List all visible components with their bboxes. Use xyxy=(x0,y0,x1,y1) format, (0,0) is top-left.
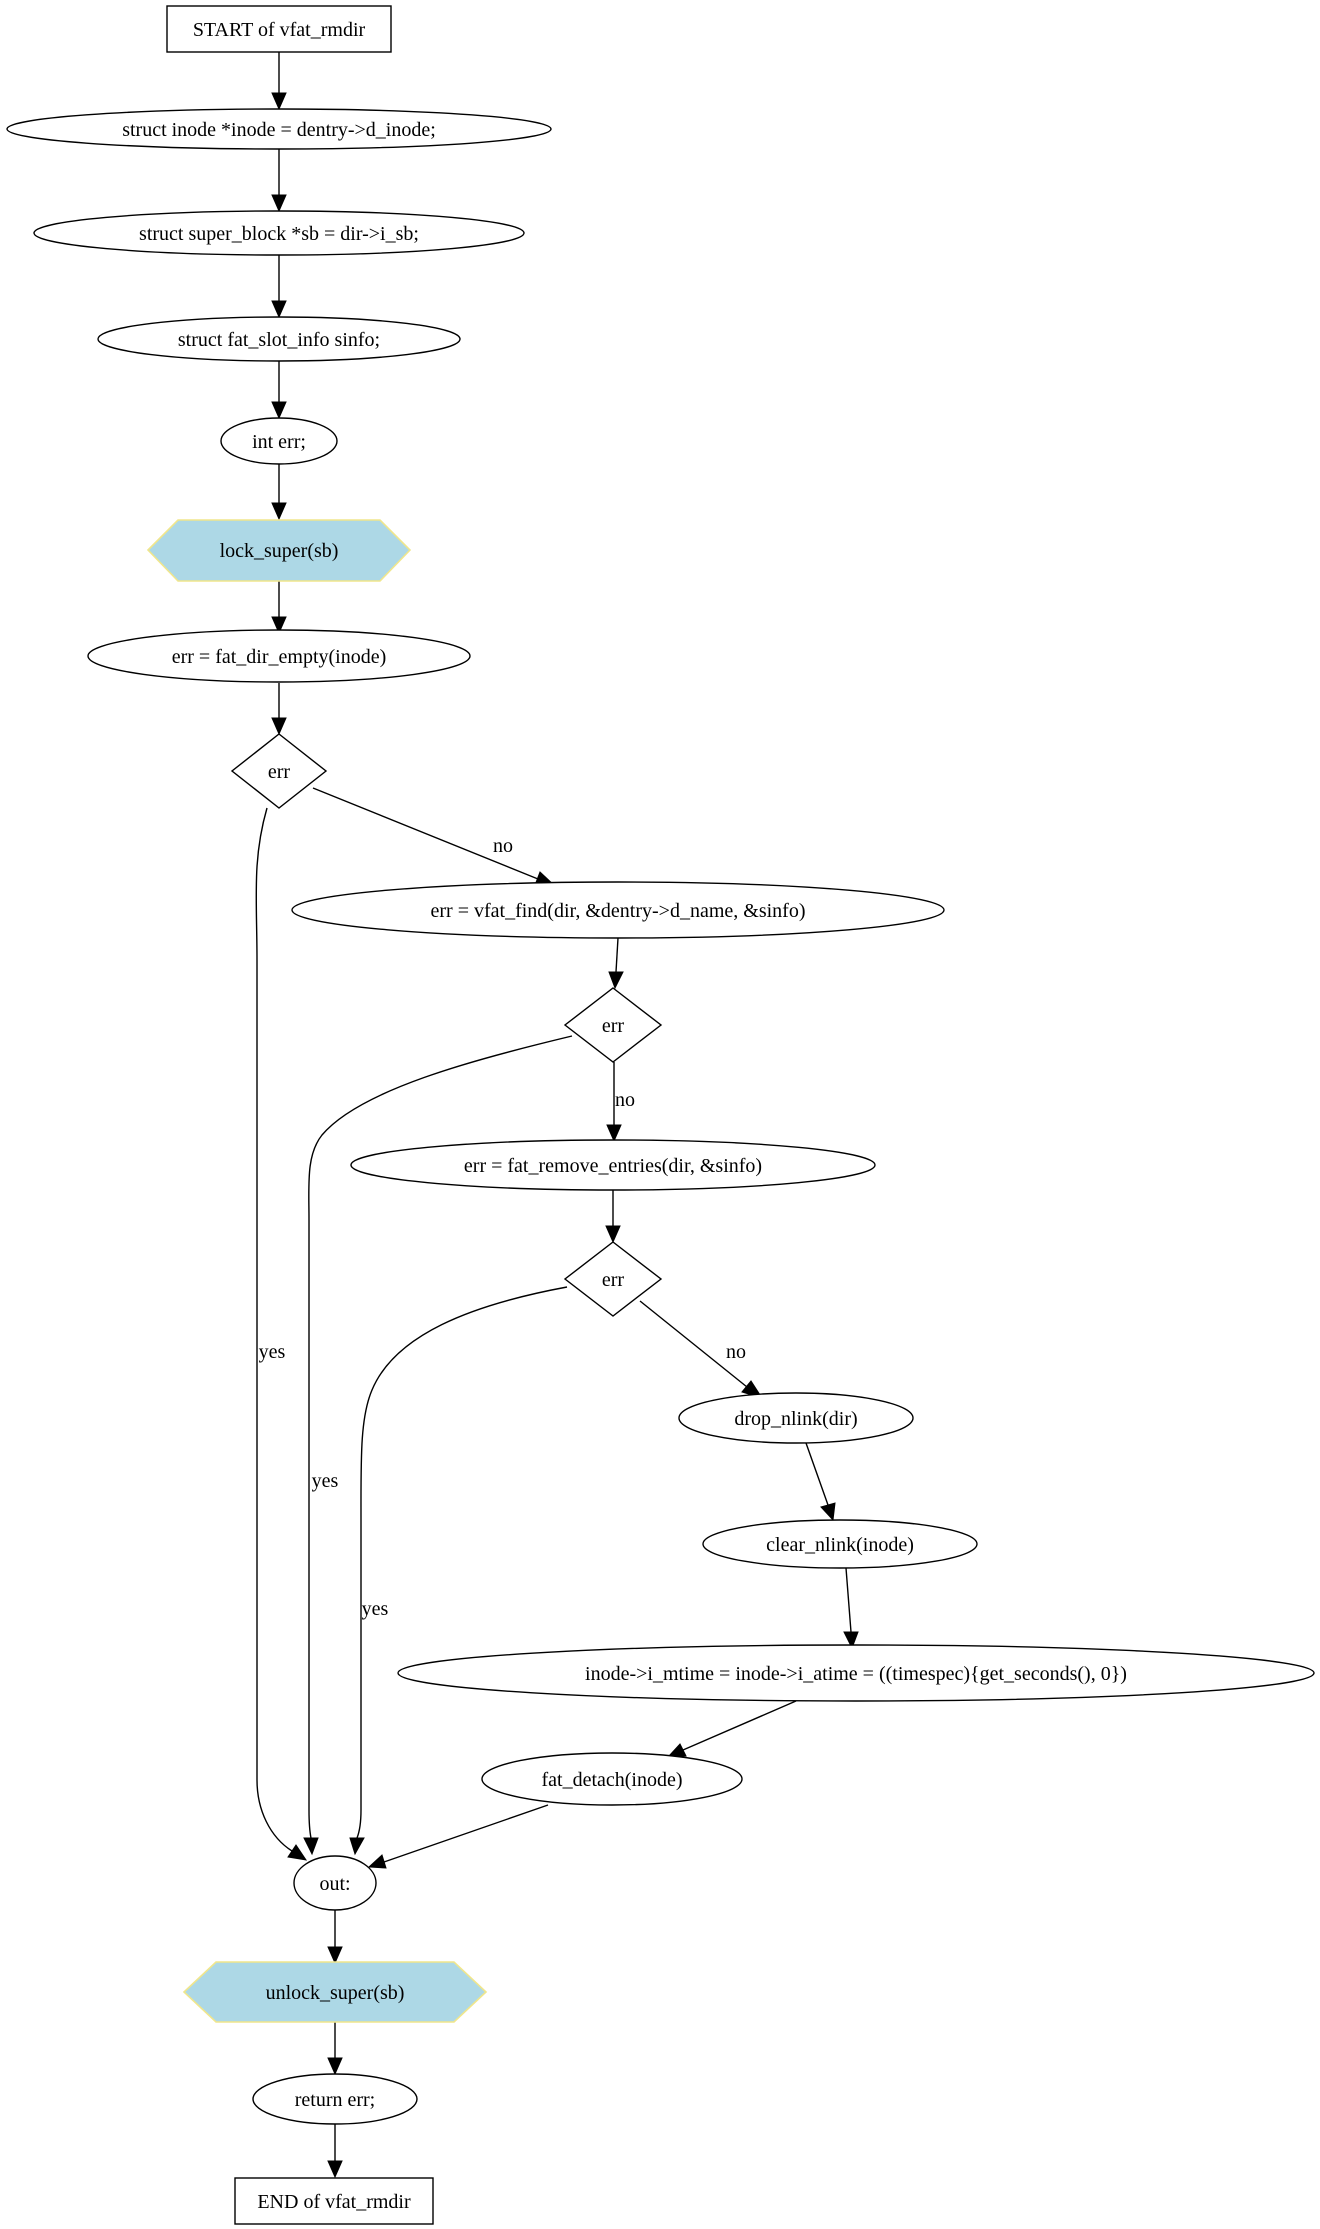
node-out-label: out: xyxy=(319,1873,350,1895)
node-vfat-find: err = vfat_find(dir, &dentry->d_name, &s… xyxy=(291,881,945,939)
node-cond2-label: err xyxy=(602,1015,625,1037)
node-clear-nlink-label: clear_nlink(inode) xyxy=(766,1534,914,1556)
node-mtime: inode->i_mtime = inode->i_atime = ((time… xyxy=(397,1644,1315,1702)
node-err-decl-label: int err; xyxy=(252,431,306,453)
node-cond1: err xyxy=(230,733,328,809)
lock-super-hexagon xyxy=(146,519,412,582)
node-start: START of vfat_rmdir xyxy=(166,5,392,53)
edge-out-to-unlock-super xyxy=(327,1910,343,1965)
edge-label-cond3-yes: yes xyxy=(362,1598,389,1620)
node-end: END of vfat_rmdir xyxy=(234,2177,434,2225)
node-sinfo-decl: struct fat_slot_info sinfo; xyxy=(97,316,461,362)
edge-vfat-find-to-cond2 xyxy=(608,937,624,990)
edge-cond3-yes xyxy=(349,1286,568,1856)
node-fat-detach: fat_detach(inode) xyxy=(481,1752,743,1806)
edge-cond2-no xyxy=(606,1062,622,1143)
edge-remove-entries-to-cond3 xyxy=(605,1190,621,1244)
node-drop-nlink-label: drop_nlink(dir) xyxy=(734,1408,857,1430)
node-start-label: START of vfat_rmdir xyxy=(193,19,366,41)
edge-unlock-super-to-return xyxy=(327,2022,343,2076)
edge-cond1-yes xyxy=(255,807,308,1861)
edge-inode-decl-to-sb-decl xyxy=(271,149,287,213)
edge-sb-decl-to-sinfo-decl xyxy=(271,255,287,319)
node-sinfo-decl-label: struct fat_slot_info sinfo; xyxy=(178,329,380,351)
node-cond1-label: err xyxy=(268,761,291,783)
node-sb-decl: struct super_block *sb = dir->i_sb; xyxy=(33,210,525,256)
edge-dir-empty-to-cond1 xyxy=(271,683,287,736)
node-err-decl: int err; xyxy=(220,417,338,465)
edge-err-decl-to-lock-super xyxy=(271,464,287,521)
node-dir-empty-label: err = fat_dir_empty(inode) xyxy=(172,646,387,668)
edge-sinfo-decl-to-err-decl xyxy=(271,361,287,420)
edge-start-to-inode-decl xyxy=(271,52,287,111)
edge-mtime-to-fat-detach xyxy=(666,1700,797,1758)
node-out: out: xyxy=(293,1855,377,1911)
node-unlock-super-label: unlock_super(sb) xyxy=(266,1982,405,2004)
edge-lock-super-to-dir-empty xyxy=(271,581,287,635)
node-inode-decl: struct inode *inode = dentry->d_inode; xyxy=(6,108,552,150)
node-remove-entries-label: err = fat_remove_entries(dir, &sinfo) xyxy=(464,1155,762,1177)
edge-drop-nlink-to-clear-nlink xyxy=(805,1442,836,1522)
edge-label-cond2-yes: yes xyxy=(312,1470,339,1492)
node-remove-entries: err = fat_remove_entries(dir, &sinfo) xyxy=(350,1139,876,1191)
node-cond3-label: err xyxy=(602,1269,625,1291)
node-return-err-label: return err; xyxy=(295,2089,376,2111)
node-mtime-label: inode->i_mtime = inode->i_atime = ((time… xyxy=(585,1663,1127,1685)
node-unlock-super: unlock_super(sb) xyxy=(182,1961,488,2023)
node-fat-detach-label: fat_detach(inode) xyxy=(541,1769,682,1791)
node-cond3: err xyxy=(563,1241,663,1317)
node-end-label: END of vfat_rmdir xyxy=(257,2191,411,2213)
node-lock-super-label: lock_super(sb) xyxy=(220,540,339,562)
edge-return-to-end xyxy=(327,2124,343,2179)
edge-fat-detach-to-out xyxy=(367,1804,549,1869)
node-return-err: return err; xyxy=(252,2073,418,2125)
node-sb-decl-label: struct super_block *sb = dir->i_sb; xyxy=(139,223,419,245)
edge-label-cond2-no: no xyxy=(615,1089,635,1111)
edge-cond2-yes xyxy=(303,1035,573,1856)
edge-label-cond1-yes: yes xyxy=(259,1341,286,1363)
node-lock-super: lock_super(sb) xyxy=(146,519,412,582)
node-drop-nlink: drop_nlink(dir) xyxy=(678,1392,914,1444)
edge-clear-nlink-to-mtime xyxy=(843,1567,859,1650)
node-vfat-find-label: err = vfat_find(dir, &dentry->d_name, &s… xyxy=(431,900,806,922)
edge-cond1-no xyxy=(312,787,557,887)
node-cond2: err xyxy=(563,987,663,1063)
edge-label-cond1-no: no xyxy=(493,835,513,857)
node-clear-nlink: clear_nlink(inode) xyxy=(702,1519,978,1569)
node-dir-empty: err = fat_dir_empty(inode) xyxy=(87,629,471,683)
edge-label-cond3-no: no xyxy=(726,1341,746,1363)
node-inode-decl-label: struct inode *inode = dentry->d_inode; xyxy=(122,119,436,141)
unlock-super-hexagon xyxy=(182,1961,488,2023)
edge-labels: no yes no yes no yes xyxy=(259,835,746,1620)
nodes: START of vfat_rmdir struct inode *inode … xyxy=(6,5,1315,2225)
